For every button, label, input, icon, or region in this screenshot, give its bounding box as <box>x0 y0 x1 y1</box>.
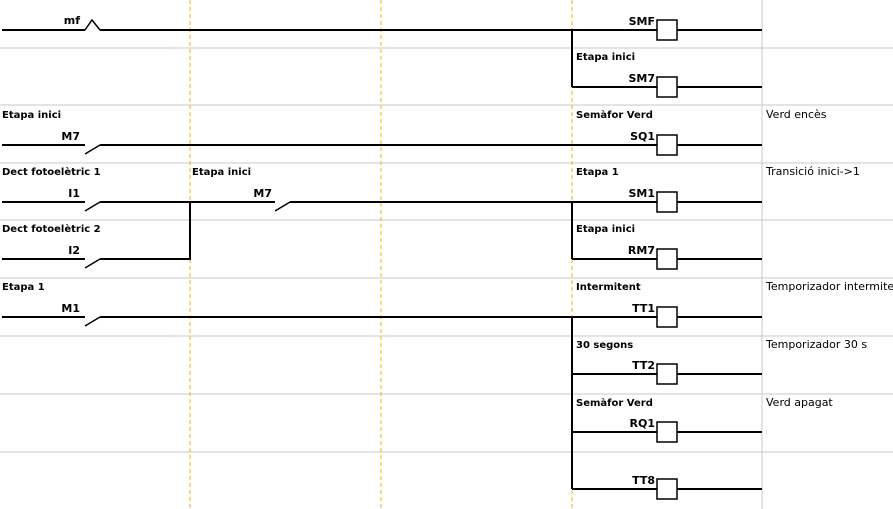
no-contact-m7[interactable] <box>84 144 101 155</box>
contact-label: Dect fotoelètric 1 <box>2 166 101 178</box>
rung-4: Etapa 1 M1 Intermitent TT1 30 segons TT2… <box>2 280 893 500</box>
coil-symbol: SMF <box>629 15 655 28</box>
no-contact-m1[interactable] <box>84 316 101 327</box>
coil-label: Semàfor Verd <box>576 109 653 121</box>
coil-symbol: TT8 <box>632 474 655 487</box>
coil-label: Semàfor Verd <box>576 397 653 409</box>
rung-2: Etapa inici M7 Semàfor Verd SQ1 Verd enc… <box>2 108 827 156</box>
contact-symbol: I1 <box>68 187 80 200</box>
contact-label: Etapa inici <box>192 167 251 178</box>
rung-3: Dect fotoelètric 1 I1 Etapa inici M7 Dec… <box>2 165 860 270</box>
rung-1: mf SMF Etapa inici SM7 <box>2 14 762 98</box>
rung-comment: Transició inici->1 <box>765 165 860 178</box>
coil-tt2[interactable] <box>656 363 678 385</box>
coil-symbol: SM1 <box>628 187 655 200</box>
coil-tt8[interactable] <box>656 478 678 500</box>
coil-smf[interactable] <box>656 19 678 41</box>
coil-rq1[interactable] <box>656 421 678 443</box>
contact-label: Etapa inici <box>2 110 61 121</box>
coil-label: Etapa inici <box>576 52 635 63</box>
column-guides <box>189 0 573 509</box>
contact-symbol: I2 <box>68 244 80 257</box>
rung-comment: Temporizador 30 s <box>765 338 867 351</box>
coil-symbol: RQ1 <box>630 417 655 430</box>
coil-sq1[interactable] <box>656 134 678 156</box>
contact-symbol: M1 <box>61 302 80 315</box>
coil-label: Etapa 1 <box>576 167 619 178</box>
rung-comment: Temporizador intermitent <box>765 280 893 293</box>
coil-label: Intermitent <box>576 282 641 293</box>
coil-label: 30 segons <box>576 340 633 351</box>
coil-sm1[interactable] <box>656 191 678 213</box>
nc-contact-mf[interactable] <box>84 18 101 31</box>
coil-symbol: TT1 <box>632 302 655 315</box>
rung-comment: Verd apagat <box>766 396 833 409</box>
coil-symbol: TT2 <box>632 359 655 372</box>
contact-label: Dect fotoelètric 2 <box>2 223 101 235</box>
contact-symbol: M7 <box>253 187 272 200</box>
contact-symbol: mf <box>64 14 80 27</box>
coil-symbol: SQ1 <box>630 130 655 143</box>
coil-rm7[interactable] <box>656 248 678 270</box>
coil-symbol: SM7 <box>628 72 655 85</box>
contact-label: Etapa 1 <box>2 282 45 293</box>
contact-symbol: M7 <box>61 130 80 143</box>
no-contact-i1[interactable] <box>84 201 101 212</box>
no-contact-i2[interactable] <box>84 258 101 269</box>
coil-symbol: RM7 <box>628 244 655 257</box>
coil-sm7[interactable] <box>656 76 678 98</box>
coil-label: Etapa inici <box>576 224 635 235</box>
no-contact-m7[interactable] <box>274 201 291 212</box>
coil-tt1[interactable] <box>656 306 678 328</box>
rung-comment: Verd encès <box>766 108 827 121</box>
